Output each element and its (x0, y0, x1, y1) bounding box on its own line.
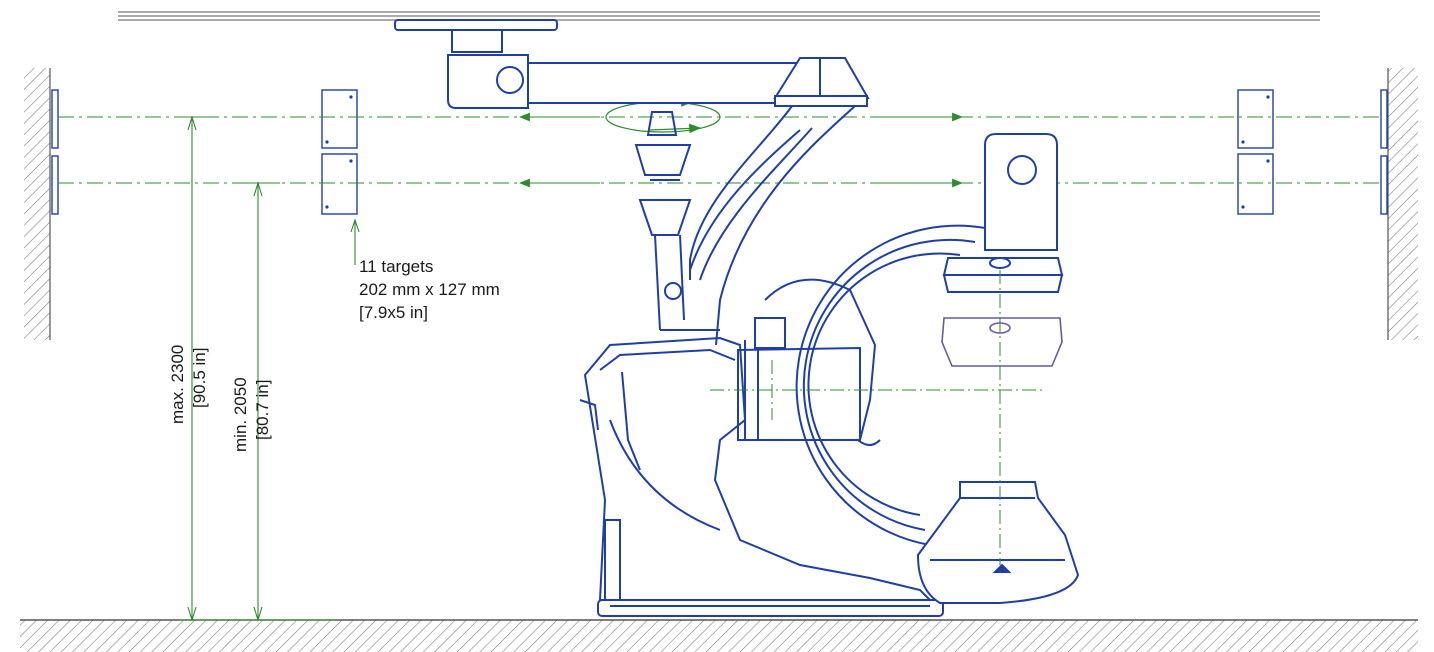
c-arm-base (579, 278, 944, 617)
target-dots (325, 95, 1270, 209)
detector-alt-position (941, 317, 1063, 367)
dim-max-in-label: [90.5 in] (190, 347, 209, 409)
ceiling (118, 11, 1320, 21)
ceiling-mount (394, 19, 870, 109)
right-wall (1387, 68, 1418, 340)
dim-max-mm-label: max. 2300 (168, 344, 187, 424)
detector (942, 133, 1064, 293)
floor-hatch (20, 619, 1418, 652)
targets-note-count: 11 targets (359, 257, 434, 276)
dim-min-mm-label: min. 2050 (231, 377, 250, 452)
xray-source (916, 481, 1080, 604)
c-ring (795, 224, 986, 546)
isocenter-lines (710, 270, 1045, 565)
target-leader (350, 218, 360, 265)
wall-targets (51, 89, 1388, 215)
dimension-min (180, 181, 335, 622)
target-lines (58, 112, 1381, 188)
targets-note-size-in: [7.9x5 in] (359, 303, 428, 322)
dim-min-in-label: [80.7 in] (253, 379, 272, 441)
c-arm-column (634, 105, 856, 346)
targets-note-size-mm: 202 mm x 127 mm (359, 280, 500, 299)
left-wall (24, 68, 51, 340)
